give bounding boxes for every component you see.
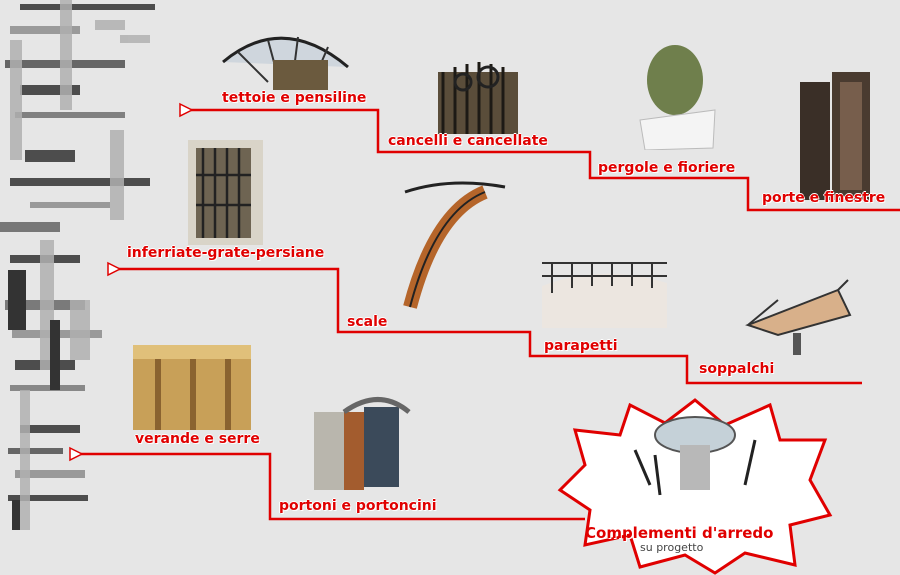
thumb-porte[interactable] <box>800 72 872 202</box>
menu-link-scale[interactable]: scale <box>347 314 388 330</box>
menu-link-pergole[interactable]: pergole e fioriere <box>598 160 736 176</box>
thumb-parapetti[interactable] <box>542 258 670 330</box>
menu-link-soppalchi[interactable]: soppalchi <box>699 361 775 377</box>
thumb-inferriate[interactable] <box>188 140 263 245</box>
decorative-bars <box>0 0 155 530</box>
thumb-cancelli[interactable] <box>433 42 523 137</box>
menu-link-tettoie[interactable]: tettoie e pensiline <box>222 90 367 106</box>
thumb-pergole[interactable] <box>635 40 720 150</box>
menu-link-portoni[interactable]: portoni e portoncini <box>279 498 437 514</box>
thumb-tettoie[interactable] <box>218 22 353 92</box>
featured-subtitle: su progetto <box>640 541 704 554</box>
menu-link-inferriate[interactable]: inferriate-grate-persiane <box>127 245 325 261</box>
thumb-portoni[interactable] <box>314 392 420 490</box>
menu-link-parapetti[interactable]: parapetti <box>544 338 618 354</box>
menu-link-cancelli[interactable]: cancelli e cancellate <box>388 133 548 149</box>
menu-link-porte[interactable]: porte e finestre <box>762 190 886 206</box>
thumb-verande[interactable] <box>133 345 251 430</box>
thumb-scale[interactable] <box>395 172 510 317</box>
featured-title[interactable]: Complementi d'arredo <box>585 524 774 542</box>
menu-link-verande[interactable]: verande e serre <box>135 431 260 447</box>
featured-star[interactable] <box>555 395 835 575</box>
thumb-soppalchi[interactable] <box>738 275 853 355</box>
